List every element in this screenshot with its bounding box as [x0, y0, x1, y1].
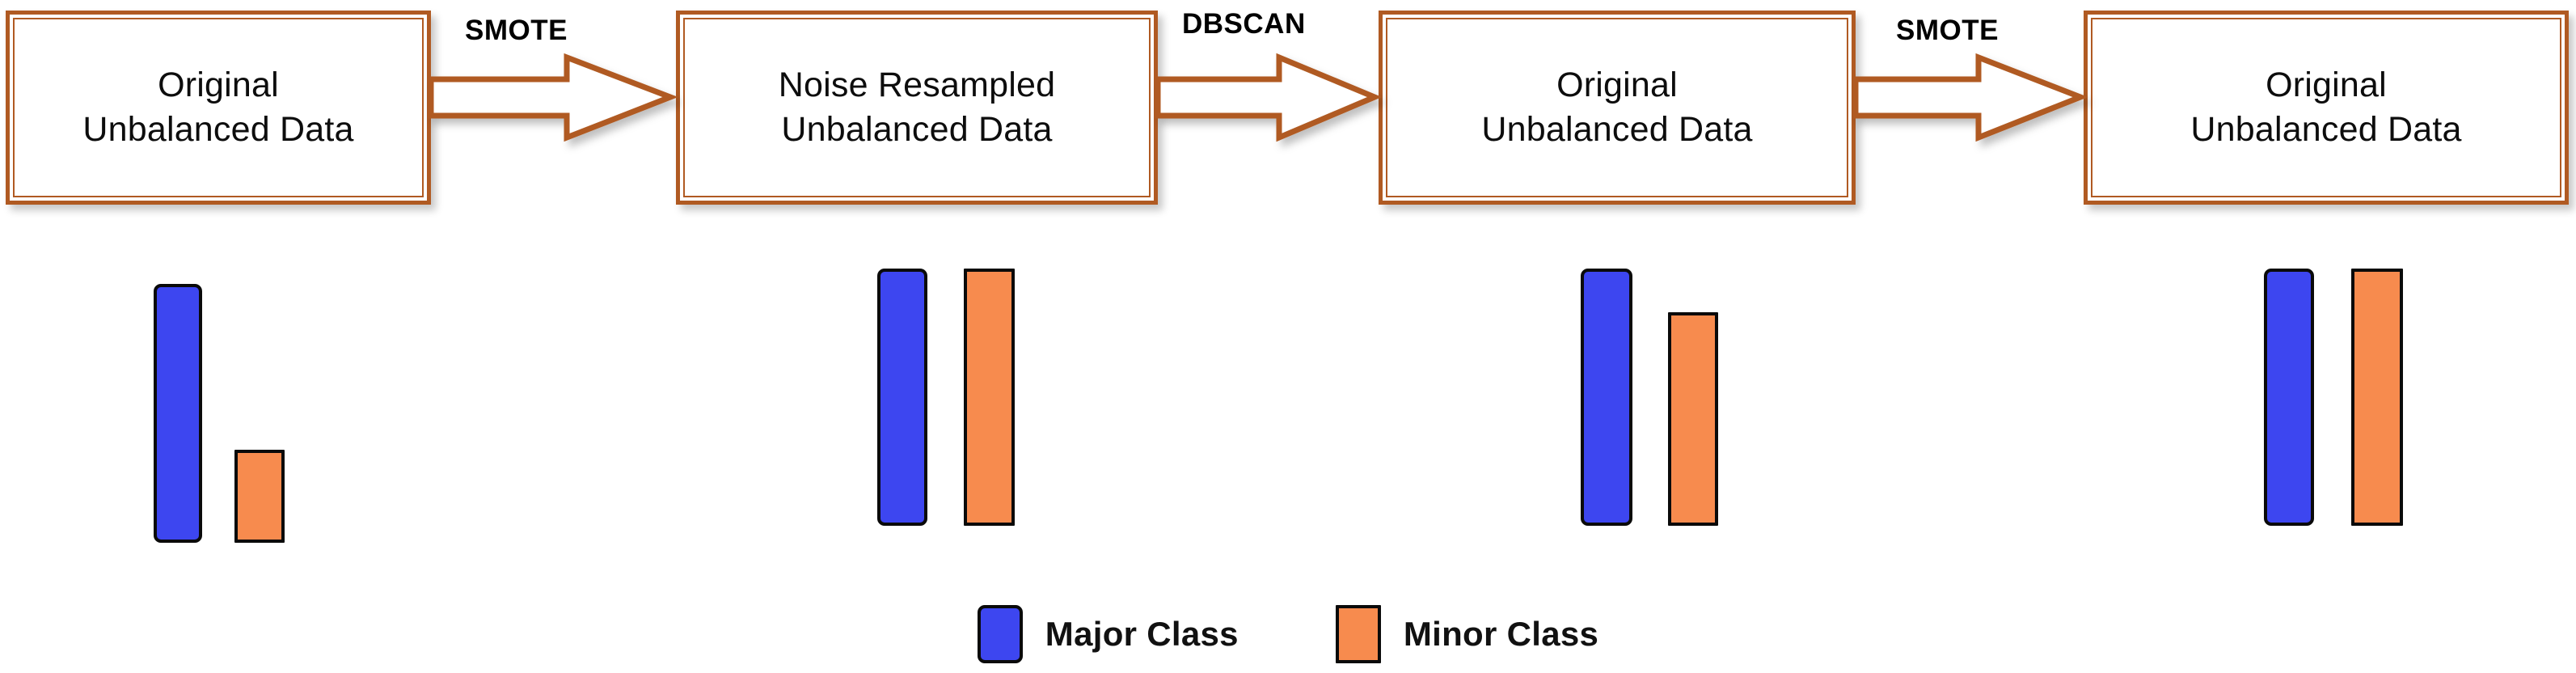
- block-arrow-icon: [1155, 53, 1383, 142]
- arrow-3-label: SMOTE: [1896, 15, 1999, 46]
- bar-group-3-major-bar: [1581, 269, 1632, 526]
- bar-group-2-major-bar: [877, 269, 927, 526]
- stage-box-3[interactable]: Original Unbalanced Data: [1379, 11, 1856, 205]
- bar-group-1-minor-bar: [234, 450, 285, 543]
- legend-label-major: Major Class: [1045, 615, 1239, 653]
- arrow-1-label: SMOTE: [465, 15, 568, 46]
- stage-box-2[interactable]: Noise Resampled Unbalanced Data: [676, 11, 1158, 205]
- legend-item-minor: Minor Class: [1335, 605, 1599, 663]
- arrow-2-label: DBSCAN: [1182, 8, 1306, 40]
- stage-box-3-label: Original Unbalanced Data: [1481, 65, 1753, 149]
- legend-item-major: Major Class: [977, 605, 1239, 663]
- bar-group-3-minor-bar: [1668, 312, 1718, 526]
- stage-box-1[interactable]: Original Unbalanced Data: [6, 11, 431, 205]
- stage-box-4-label: Original Unbalanced Data: [2190, 65, 2462, 149]
- bar-group-4-minor-bar: [2351, 269, 2403, 526]
- arrow-1: [428, 47, 678, 148]
- bar-group-2-minor-bar: [964, 269, 1015, 526]
- block-arrow-icon: [428, 53, 678, 142]
- legend: Major Class Minor Class: [0, 595, 2576, 673]
- legend-swatch-minor-icon: [1335, 605, 1381, 663]
- bar-group-4-major-bar: [2264, 269, 2314, 526]
- block-arrow-icon: [1852, 53, 2088, 142]
- arrow-2: [1155, 47, 1383, 148]
- stage-box-1-label: Original Unbalanced Data: [82, 65, 354, 149]
- bar-group-1-major-bar: [154, 284, 202, 543]
- stage-box-2-label: Noise Resampled Unbalanced Data: [778, 65, 1056, 149]
- stage-box-4[interactable]: Original Unbalanced Data: [2084, 11, 2569, 205]
- legend-swatch-major-icon: [977, 605, 1023, 663]
- legend-label-minor: Minor Class: [1403, 615, 1599, 653]
- arrow-3: [1852, 47, 2088, 148]
